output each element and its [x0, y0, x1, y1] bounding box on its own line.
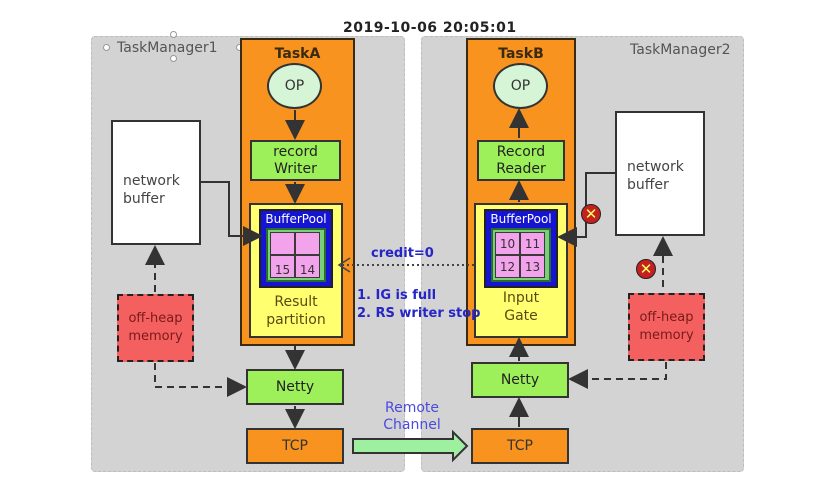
buffer-cell: 13 — [520, 255, 545, 278]
input-gate-line2: Gate — [504, 308, 538, 324]
buffer-cell — [270, 232, 295, 255]
selection-handle[interactable] — [170, 31, 177, 38]
network-buffer-left: network buffer — [111, 120, 201, 245]
record-reader-line2: Reader — [496, 160, 546, 177]
remote-channel-label: Remote Channel — [372, 400, 452, 434]
note-rs-writer-stop: 2. RS writer stop — [357, 306, 481, 321]
task-b-title: TaskB — [498, 46, 544, 62]
task-manager-2-label: TaskManager2 — [630, 42, 731, 58]
task-a-title: TaskA — [274, 46, 321, 62]
result-partition-line1: Result — [274, 294, 318, 310]
netty-label: Netty — [275, 378, 315, 395]
off-heap-memory-left: off-heap memory — [117, 294, 194, 362]
network-buffer-line1: network — [627, 159, 684, 175]
network-buffer-line1: network — [123, 173, 180, 189]
remote-channel-line1: Remote — [384, 400, 440, 416]
credit-arrowhead — [337, 257, 351, 273]
buffer-cell: 12 — [495, 255, 520, 278]
buffer-pool-label: BufferPool — [265, 212, 327, 226]
tcp-left: TCP — [246, 428, 344, 464]
remote-channel-arrow — [352, 429, 469, 463]
arrow-offheap-to-netty-right — [568, 362, 667, 389]
note-ig-full: 1. IG is full — [357, 288, 437, 303]
off-heap-line1: off-heap — [639, 310, 694, 325]
tcp-label: TCP — [282, 438, 308, 454]
input-gate-label: Input Gate — [474, 289, 568, 325]
network-buffer-right: network buffer — [615, 111, 705, 236]
record-reader-line1: Record — [496, 143, 546, 160]
credit-label: credit=0 — [371, 246, 434, 261]
netty-left: Netty — [246, 369, 344, 405]
selection-handle[interactable] — [103, 44, 110, 51]
arrow-offheap-to-netty-left — [154, 363, 247, 397]
op-label: OP — [284, 78, 305, 94]
selection-handle[interactable] — [170, 55, 177, 62]
op-label: OP — [510, 78, 531, 94]
blocked-icon: ✕ — [581, 204, 601, 224]
buffer-cell: 15 — [270, 255, 295, 278]
off-heap-line2: memory — [128, 329, 183, 344]
input-gate-line1: Input — [502, 290, 540, 306]
buffer-cell — [295, 232, 320, 255]
remote-channel-line2: Channel — [383, 417, 441, 433]
arrow-netbuf-to-pool-left — [201, 181, 263, 246]
tcp-label: TCP — [507, 438, 533, 454]
result-partition-label: Result partition — [249, 293, 343, 329]
blocked-icon: ✕ — [636, 259, 656, 279]
record-writer-line1: record — [273, 143, 318, 160]
network-buffer-line2: buffer — [627, 177, 669, 193]
timestamp: 2019-10-06 20:05:01 — [343, 20, 517, 36]
record-writer-line2: Writer — [274, 160, 317, 177]
buffer-cell: 14 — [295, 255, 320, 278]
tcp-right: TCP — [471, 428, 569, 464]
netty-label: Netty — [500, 371, 540, 388]
task-a-op: OP — [267, 63, 322, 109]
off-heap-line2: memory — [639, 328, 694, 343]
off-heap-memory-right: off-heap memory — [628, 293, 705, 361]
task-b-op: OP — [493, 63, 548, 109]
result-partition-line2: partition — [266, 312, 326, 328]
buffer-cell: 11 — [520, 232, 545, 255]
network-buffer-line2: buffer — [123, 191, 165, 207]
buffer-pool-label: BufferPool — [490, 212, 552, 226]
task-manager-1-label: TaskManager1 — [117, 40, 218, 56]
buffer-cell: 10 — [495, 232, 520, 255]
off-heap-line1: off-heap — [128, 311, 183, 326]
